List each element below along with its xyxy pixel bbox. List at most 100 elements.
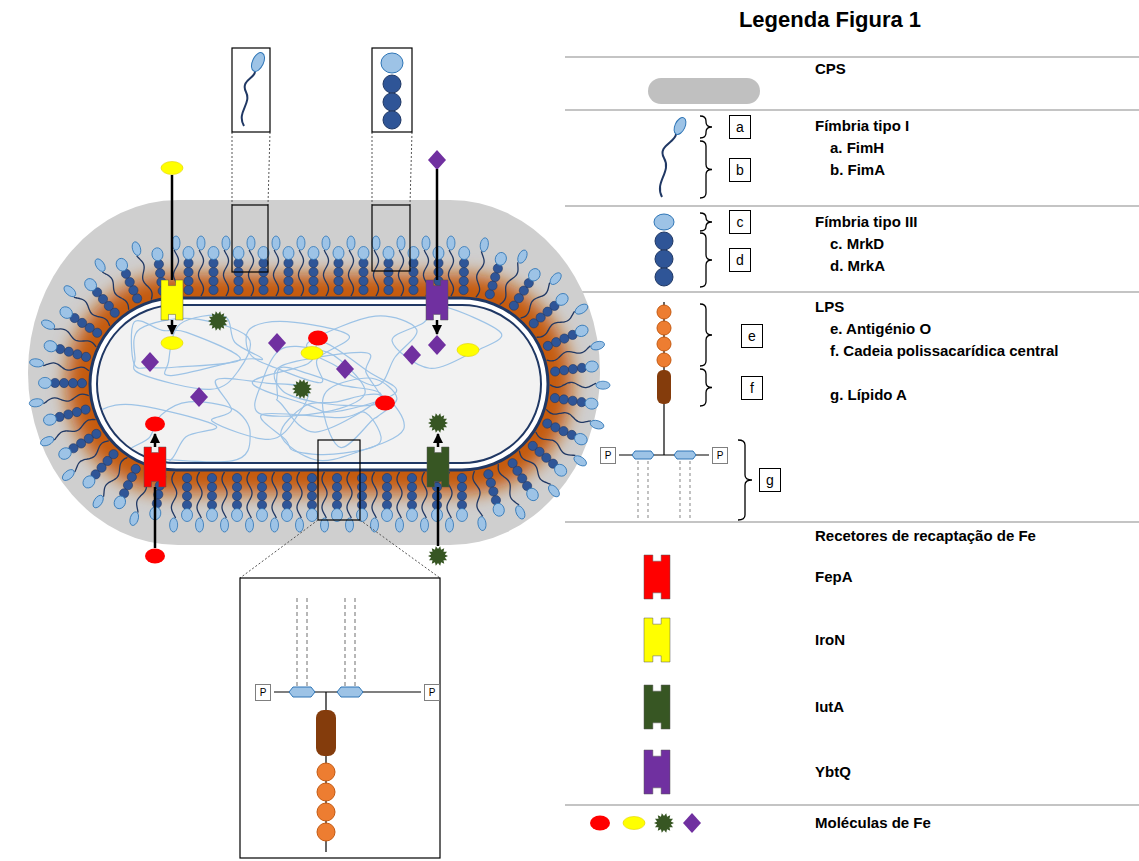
phosphate-box: P bbox=[424, 684, 440, 701]
receptor-swatch bbox=[644, 555, 670, 599]
fimbria-inset bbox=[383, 75, 401, 93]
mrka-bead bbox=[568, 364, 577, 373]
mrka-bead bbox=[232, 491, 241, 500]
callout-letter: c bbox=[729, 210, 751, 234]
fimh-tip bbox=[62, 284, 78, 299]
mrka-bead bbox=[357, 491, 366, 500]
fimbria-type-i bbox=[54, 419, 95, 440]
callout-letter: b bbox=[729, 158, 751, 182]
mrka-bead bbox=[551, 423, 560, 432]
lps-inset bbox=[344, 598, 345, 686]
iron-transport-line bbox=[154, 487, 157, 548]
receptor-swatch bbox=[642, 552, 672, 602]
mrka-bead bbox=[434, 267, 443, 276]
mrka-bead bbox=[332, 473, 341, 482]
fimbria bbox=[58, 304, 102, 337]
legend-text: c. MrkD bbox=[830, 234, 884, 254]
fimbria-type-i bbox=[198, 250, 203, 296]
node-text: f bbox=[750, 380, 754, 396]
mrka-bead bbox=[282, 473, 291, 482]
iron-molecule bbox=[301, 347, 323, 360]
mrka-bead bbox=[284, 267, 293, 276]
fimbria bbox=[473, 471, 487, 531]
fimbria-type-i bbox=[137, 256, 152, 300]
iron-receptor bbox=[427, 447, 449, 487]
legend-fimbria-icon bbox=[660, 134, 676, 197]
fimbria bbox=[40, 318, 96, 347]
mrka-bead bbox=[207, 482, 216, 491]
mrka-bead bbox=[284, 285, 293, 294]
iron-molecule bbox=[161, 337, 183, 350]
fimbria bbox=[500, 249, 529, 305]
mrka-bead bbox=[382, 473, 391, 482]
fimbria bbox=[283, 247, 294, 295]
legend-swatch bbox=[642, 615, 672, 665]
iron-molecule bbox=[590, 816, 610, 831]
fimbria-inset bbox=[372, 48, 412, 132]
node-text: e bbox=[748, 328, 756, 344]
mrka-bead bbox=[232, 473, 241, 482]
mrkd-tip bbox=[492, 502, 506, 518]
dna-strand bbox=[134, 318, 251, 389]
fimbria bbox=[258, 247, 269, 295]
fimh-tip bbox=[170, 518, 178, 532]
fimbria-type-i bbox=[398, 250, 403, 296]
mrka-bead bbox=[209, 276, 218, 285]
fimbria bbox=[407, 473, 418, 521]
iron-transport-line bbox=[171, 320, 174, 334]
mrka-bead bbox=[382, 491, 391, 500]
legend-fimbria-icon bbox=[655, 268, 673, 286]
mrka-bead bbox=[184, 285, 193, 294]
fimbria-inset bbox=[232, 48, 412, 272]
iron-receptor bbox=[426, 280, 448, 320]
fimbria bbox=[371, 472, 379, 532]
mrka-bead bbox=[486, 478, 495, 487]
mrkd-tip bbox=[584, 397, 599, 410]
mrka-bead bbox=[182, 482, 191, 491]
mrka-bead bbox=[551, 367, 560, 376]
fimbria bbox=[42, 405, 90, 427]
mrka-bead bbox=[207, 491, 216, 500]
fimh-tip bbox=[221, 518, 229, 532]
legend-fimbria-icon bbox=[672, 116, 689, 137]
fimbria-inset bbox=[232, 48, 270, 132]
fimbria-inset bbox=[372, 205, 410, 271]
dna-strand bbox=[281, 394, 404, 460]
legend-text: Fímbria tipo I bbox=[815, 116, 909, 136]
mrka-bead bbox=[559, 427, 568, 436]
fimh-tip bbox=[477, 516, 487, 531]
fimbria bbox=[346, 472, 354, 532]
mrka-bead bbox=[182, 491, 191, 500]
fimbria-type-i bbox=[473, 471, 483, 516]
mrka-bead bbox=[568, 396, 577, 405]
fimbria bbox=[372, 236, 380, 296]
fimbria-type-i bbox=[222, 472, 227, 518]
mrka-bead bbox=[307, 473, 316, 482]
mrka-bead bbox=[459, 285, 468, 294]
mrkd-tip bbox=[42, 413, 58, 427]
legend-bracket bbox=[700, 116, 752, 520]
mrka-bead bbox=[59, 378, 68, 387]
fimbria bbox=[297, 236, 305, 296]
fimbria bbox=[182, 473, 193, 521]
fimbria bbox=[208, 247, 219, 295]
fimh-tip bbox=[347, 236, 355, 250]
mrka-bead bbox=[184, 276, 193, 285]
fimbria bbox=[207, 473, 218, 521]
mrka-bead bbox=[133, 294, 142, 303]
callout-letter: g bbox=[759, 468, 781, 492]
legend-lps-icon bbox=[689, 461, 690, 518]
mrka-bead bbox=[409, 276, 418, 285]
fimbria bbox=[484, 470, 506, 518]
dna-strand bbox=[252, 341, 396, 412]
mrkd-tip bbox=[308, 247, 319, 260]
fimbria bbox=[197, 236, 205, 296]
mrka-bead bbox=[457, 473, 466, 482]
mrka-bead bbox=[282, 491, 291, 500]
mrkd-tip bbox=[257, 509, 268, 522]
mrkd-tip bbox=[81, 473, 98, 490]
mrka-bead bbox=[359, 276, 368, 285]
lps-inset bbox=[316, 710, 336, 756]
mrka-bead bbox=[552, 338, 561, 347]
